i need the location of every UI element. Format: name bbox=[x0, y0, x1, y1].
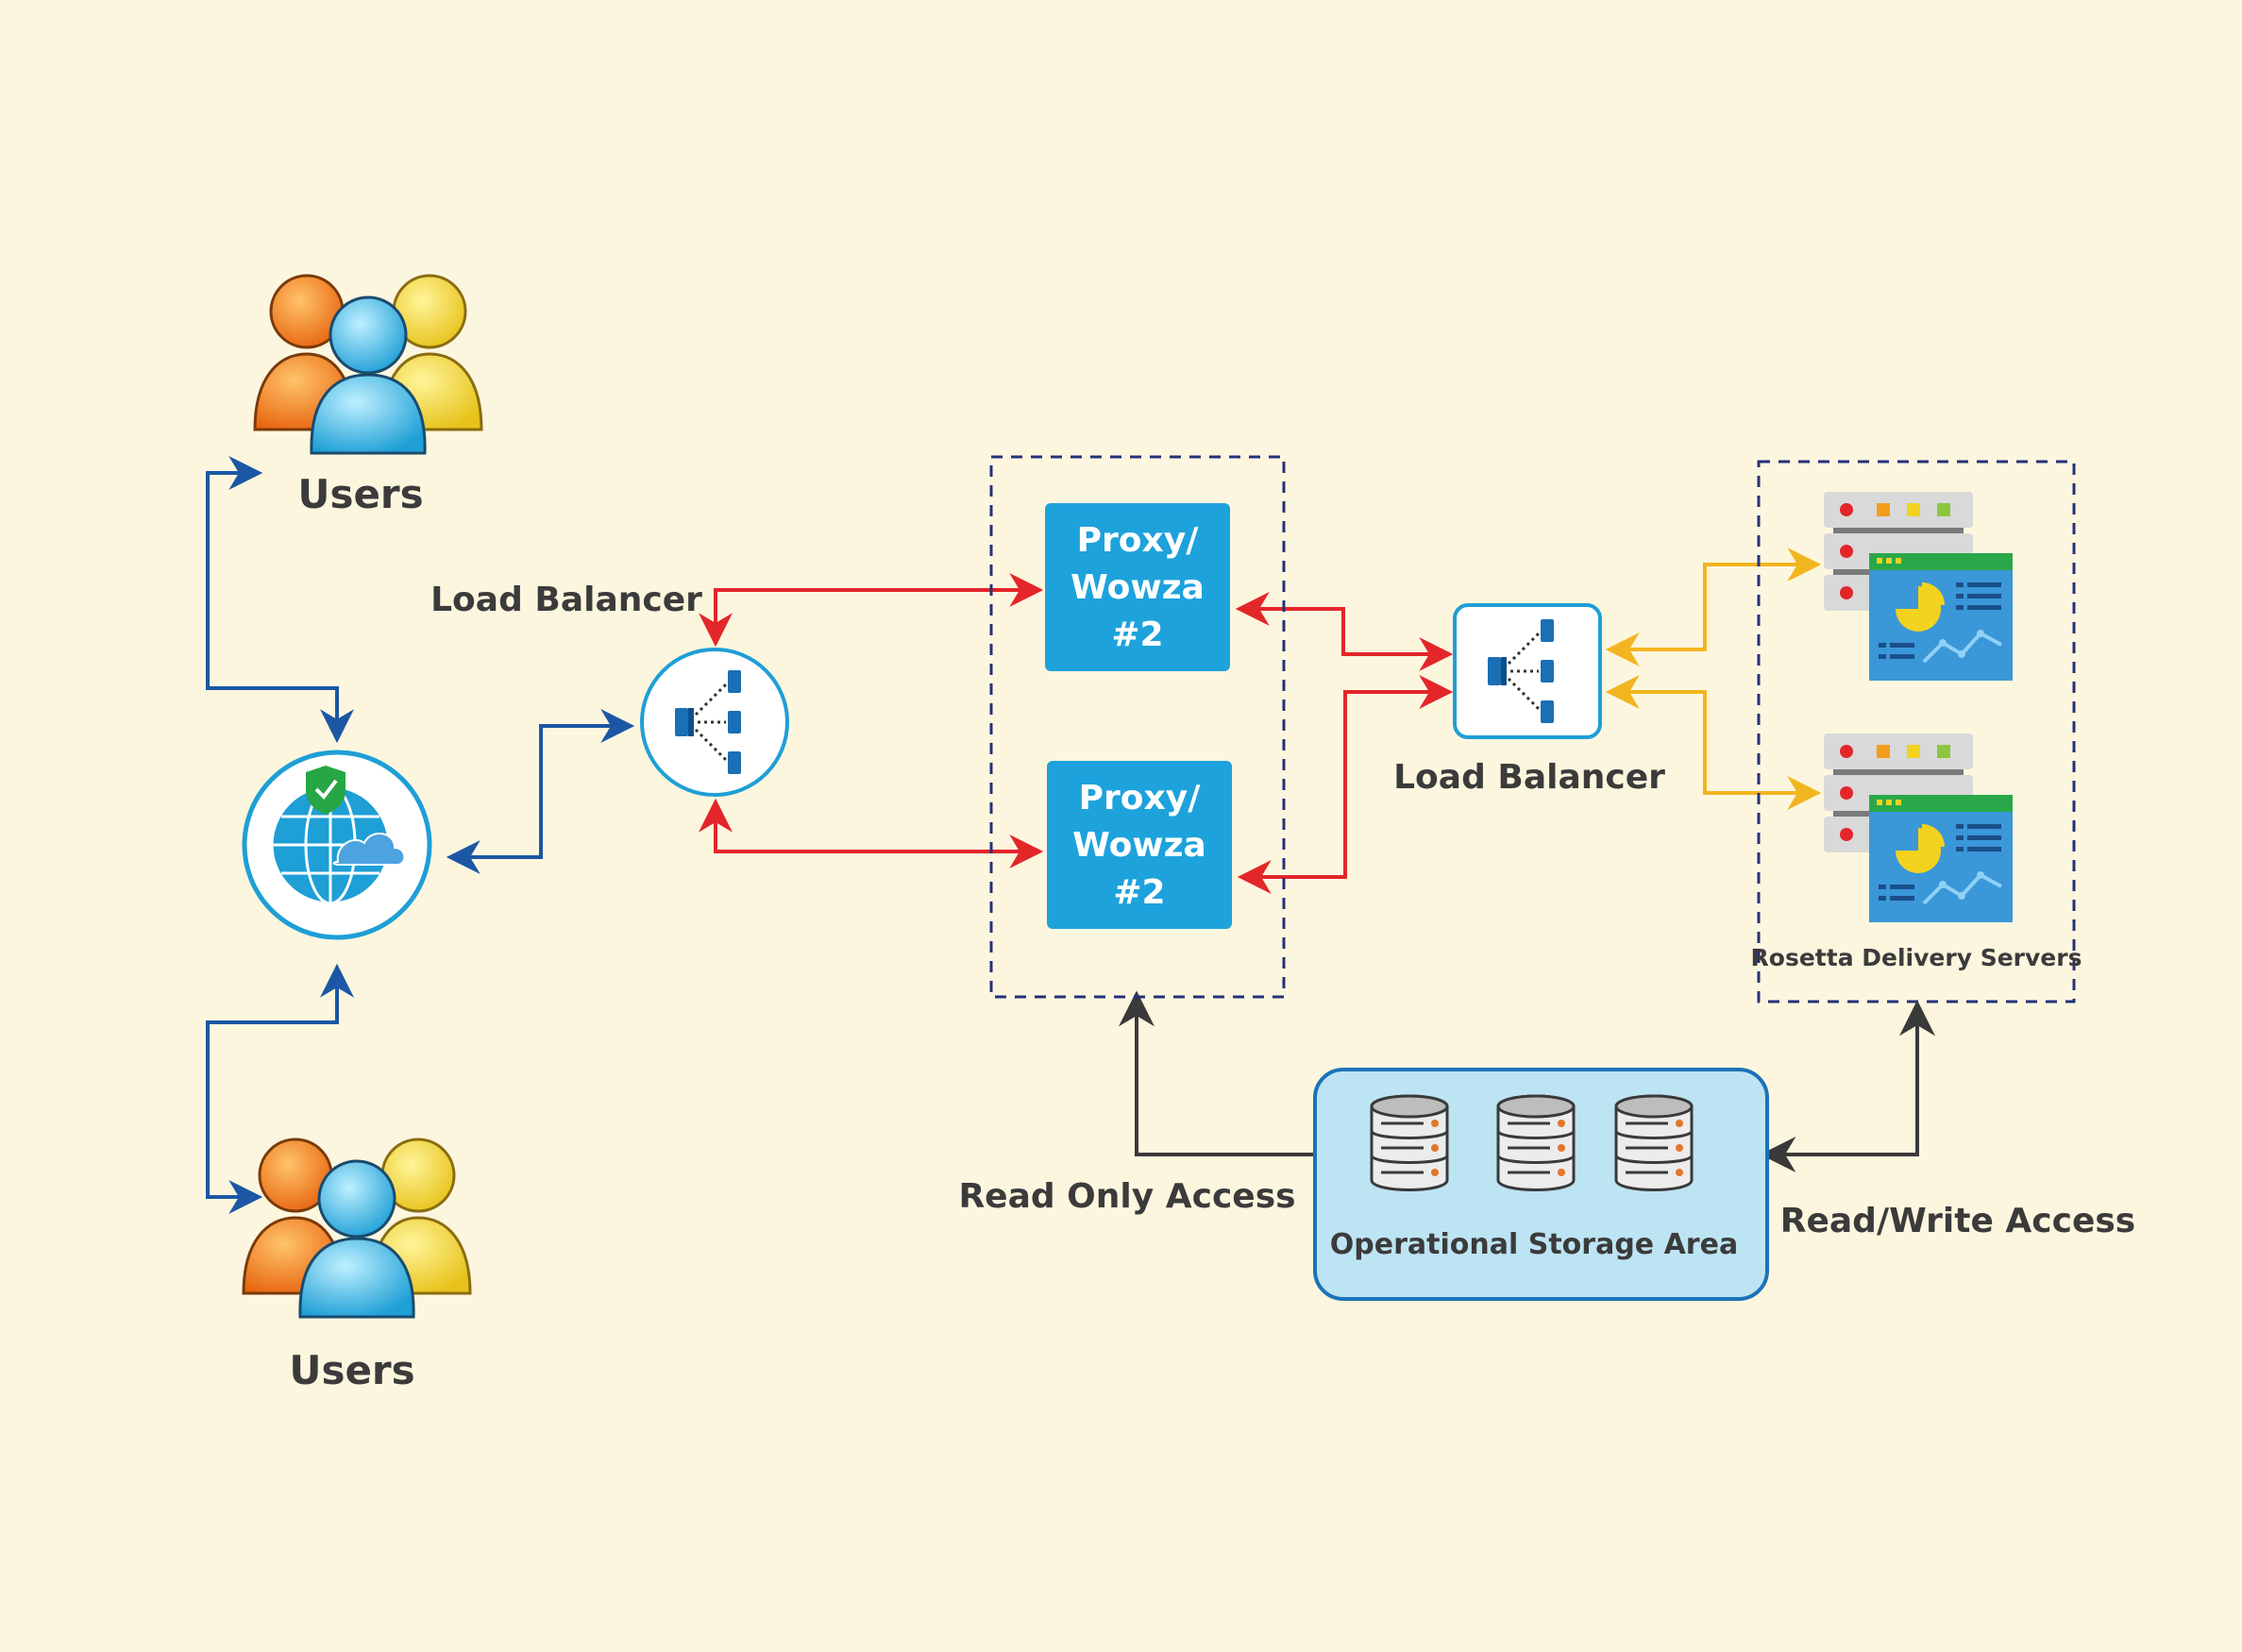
connectors-blue bbox=[206, 456, 635, 1214]
database-icon bbox=[1496, 1094, 1576, 1191]
proxy-group: Proxy/ Wowza #2 Proxy/ Wowza #2 bbox=[989, 455, 1286, 999]
arrow-storage-to-proxies bbox=[1119, 990, 1315, 1156]
server-dashboard-icon bbox=[1822, 490, 2014, 683]
proxy-top-line-1: Proxy/ bbox=[1077, 521, 1200, 560]
users-top: Users bbox=[253, 274, 483, 517]
arrow-globe-to-lb-left bbox=[446, 709, 635, 874]
read-only-access-label: Read Only Access bbox=[958, 1177, 1295, 1216]
users-top-label: Users bbox=[297, 471, 423, 517]
proxy-bottom-line-2: Wowza bbox=[1072, 826, 1206, 865]
database-icon bbox=[1614, 1094, 1694, 1191]
globe-cloud-shield-icon bbox=[270, 766, 406, 905]
load-balancer-right: Load Balancer bbox=[1393, 603, 1665, 797]
proxy-bottom-line-1: Proxy/ bbox=[1079, 779, 1202, 818]
arrow-users-top-to-globe bbox=[206, 456, 354, 744]
users-group-icon bbox=[242, 1138, 472, 1319]
load-balancer-right-label: Load Balancer bbox=[1393, 758, 1665, 797]
proxy-top: Proxy/ Wowza #2 bbox=[1045, 503, 1230, 671]
arrow-proxy-top-to-lb-right bbox=[1235, 592, 1454, 671]
users-bottom-label: Users bbox=[289, 1347, 414, 1393]
delivery-servers-label: Rosetta Delivery Servers bbox=[1751, 944, 2082, 971]
connectors-red bbox=[699, 573, 1454, 894]
arrow-proxy-bottom-to-lb-right bbox=[1237, 675, 1454, 894]
connectors-dark bbox=[1119, 990, 1935, 1172]
proxy-bottom-line-3: #2 bbox=[1113, 873, 1165, 912]
delivery-servers-border bbox=[1757, 460, 2076, 1003]
arrow-lb-left-to-proxy-bottom bbox=[699, 798, 1044, 868]
storage-label: Operational Storage Area bbox=[1330, 1228, 1738, 1261]
arrow-lb-left-to-proxy-top bbox=[699, 573, 1044, 648]
users-bottom: Users bbox=[242, 1138, 472, 1393]
proxy-top-line-2: Wowza bbox=[1070, 568, 1205, 607]
proxy-bottom: Proxy/ Wowza #2 bbox=[1047, 761, 1232, 929]
load-balancer-left-label: Load Balancer bbox=[430, 581, 702, 619]
arrow-storage-to-servers bbox=[1760, 1000, 1935, 1172]
proxy-group-border bbox=[989, 455, 1286, 999]
arrow-users-bottom-to-globe bbox=[206, 963, 354, 1214]
users-group-icon bbox=[253, 274, 483, 455]
operational-storage: Operational Storage Area bbox=[1313, 1068, 1769, 1301]
internet-globe bbox=[242, 750, 432, 940]
read-write-access-label: Read/Write Access bbox=[1780, 1202, 2136, 1240]
proxy-top-line-3: #2 bbox=[1111, 615, 1163, 654]
delivery-servers-group: Rosetta Delivery Servers bbox=[1751, 460, 2082, 1003]
server-dashboard-icon bbox=[1822, 732, 2014, 924]
arrow-lb-right-to-server-top bbox=[1605, 548, 1822, 666]
database-icon bbox=[1370, 1094, 1449, 1191]
load-balancer-left: Load Balancer bbox=[430, 581, 789, 797]
